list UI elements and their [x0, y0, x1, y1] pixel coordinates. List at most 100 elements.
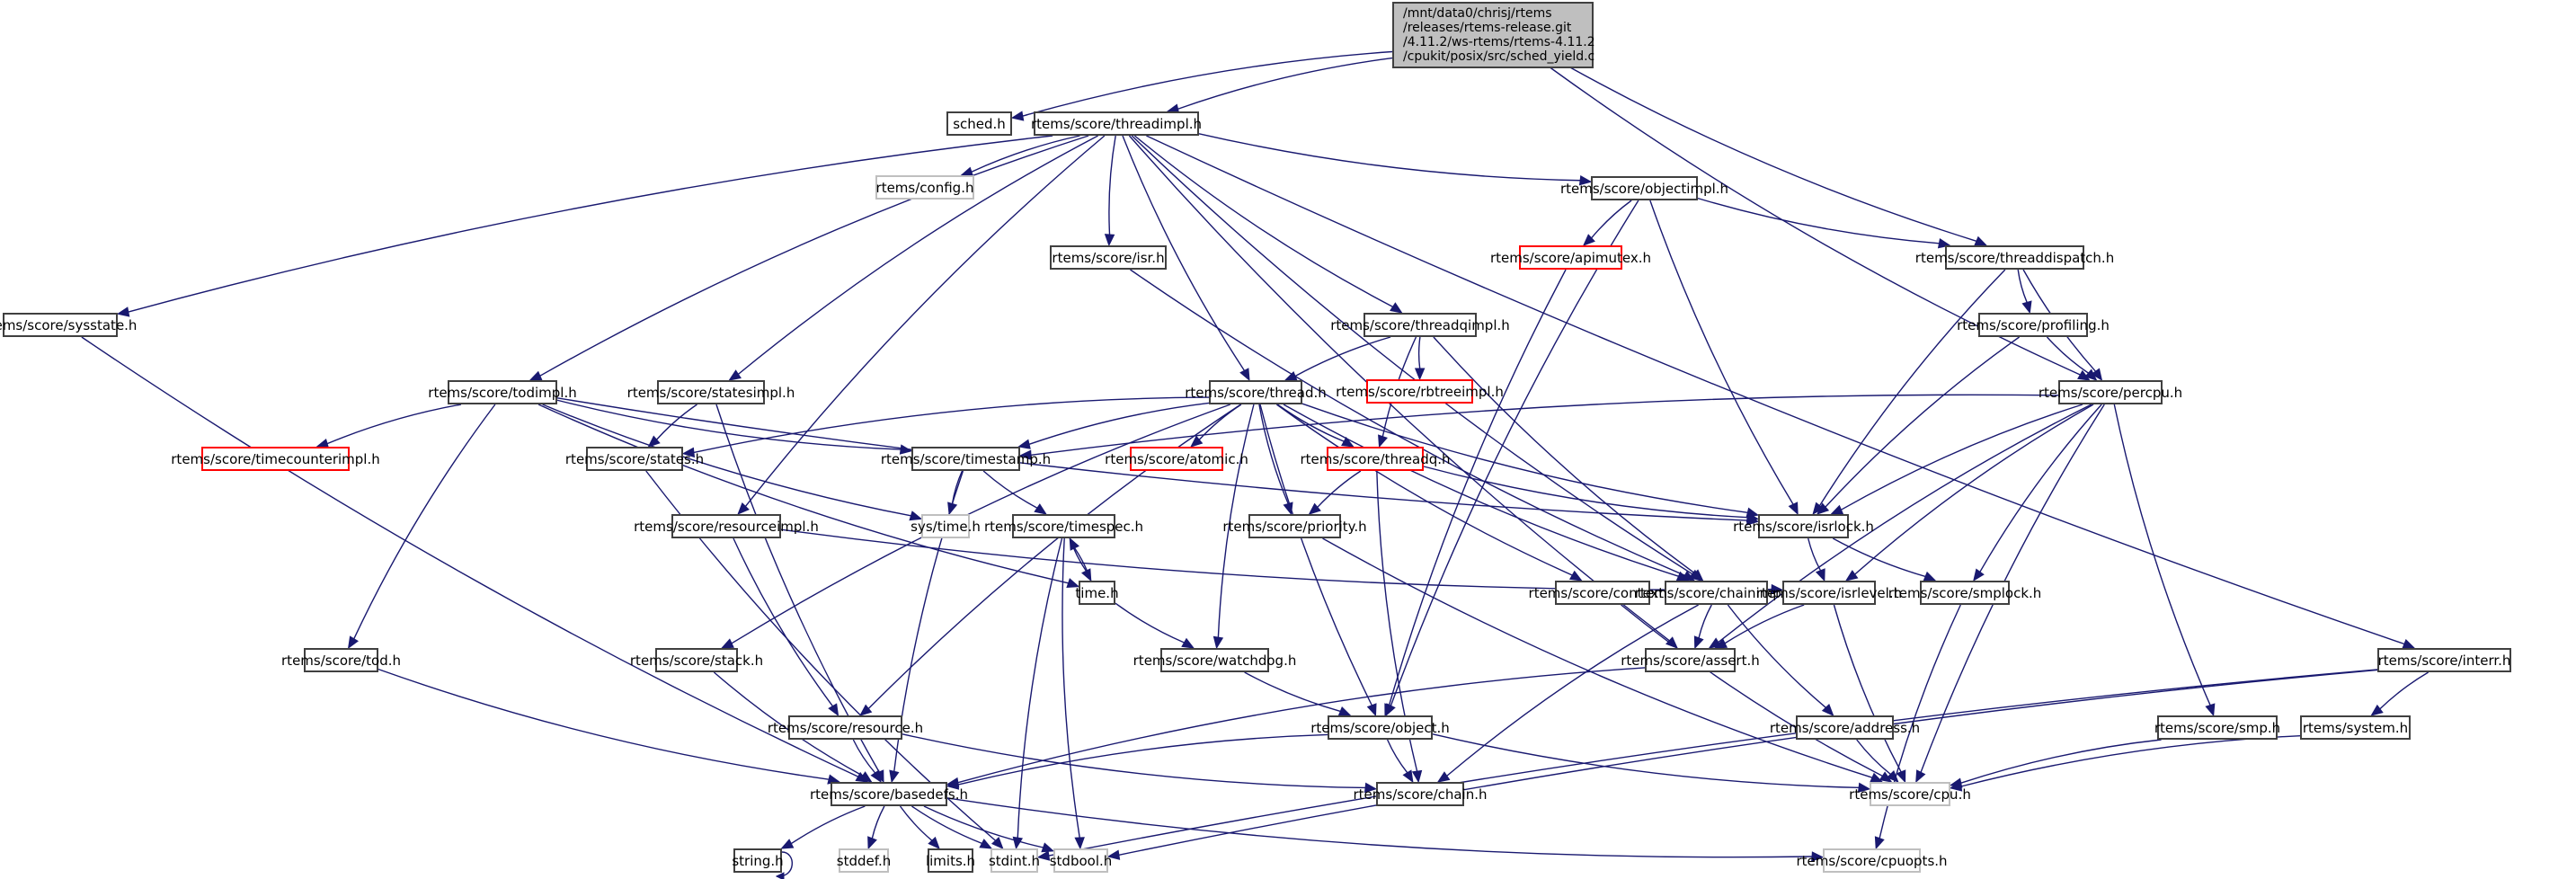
edge-objectimpl-to-apimutex: [1582, 200, 1632, 246]
node-sched[interactable]: sched.h: [946, 111, 1012, 136]
root-file-node[interactable]: /mnt/data0/chrisj/rtems /releases/rtems-…: [1392, 2, 1595, 68]
arrowhead-icon: [1081, 568, 1092, 582]
node-tod[interactable]: rtems/score/tod.h: [281, 648, 401, 672]
root-path-line: /4.11.2/ws-rtems/rtems-4.11.2: [1403, 35, 1595, 49]
arrowhead-icon: [859, 704, 873, 716]
arrowhead-icon: [1010, 111, 1025, 121]
node-threaddispatch[interactable]: rtems/score/threaddispatch.h: [1915, 245, 2114, 270]
edge-threadimpl-to-statesimpl: [728, 135, 1098, 381]
arrowhead-icon: [1857, 782, 1871, 793]
arrowhead-icon: [1074, 837, 1085, 850]
node-chainimpl[interactable]: rtems/score/chainimpl.h: [1635, 581, 1798, 605]
edge-todimpl-to-systime: [542, 404, 923, 521]
edge-todimpl-to-timecounterimpl: [315, 404, 462, 449]
node-threadimpl[interactable]: rtems/score/threadimpl.h: [1031, 111, 1202, 136]
arrowhead-icon: [1018, 449, 1032, 460]
arrowhead-icon: [1364, 782, 1378, 794]
edge-threadqimpl-to-thread: [1284, 336, 1391, 381]
node-isr[interactable]: rtems/score/isr.h: [1050, 245, 1167, 270]
edge-smplock-to-cpuopts: [1874, 604, 1961, 850]
node-limits[interactable]: limits.h: [926, 848, 975, 873]
arrowhead-icon: [1870, 772, 1884, 783]
root-path-line: /releases/rtems-release.git: [1403, 21, 1572, 35]
edge-timespec-to-stdbool: [1061, 537, 1085, 850]
edge-basedefs-to-stdint: [911, 805, 993, 849]
arrowhead-icon: [1816, 502, 1830, 515]
arrowhead-icon: [1886, 770, 1899, 783]
node-watchdog[interactable]: rtems/score/watchdog.h: [1133, 648, 1296, 672]
node-todimpl[interactable]: rtems/score/todimpl.h: [428, 380, 577, 404]
node-apimutex[interactable]: rtems/score/apimutex.h: [1490, 245, 1651, 270]
node-rbtreeimpl[interactable]: rtems/score/rbtreeimpl.h: [1336, 379, 1504, 404]
node-isrlevel[interactable]: rtems/score/isrlevel.h: [1756, 581, 1902, 605]
node-threadq[interactable]: rtems/score/threadq.h: [1300, 447, 1451, 471]
node-states[interactable]: rtems/score/states.h: [565, 447, 704, 471]
node-atomic[interactable]: rtems/score/atomic.h: [1105, 447, 1248, 471]
arrowhead-icon: [1066, 578, 1080, 589]
edge-profiling-to-isrlock: [1816, 336, 2021, 515]
node-timestamp[interactable]: rtems/score/timestamp.h: [881, 447, 1051, 471]
arrowhead-icon: [2091, 368, 2103, 382]
arrowhead-icon: [990, 836, 1004, 849]
edge-basedefs-to-string: [780, 805, 866, 849]
edge-isrlevel-to-assert: [1714, 604, 1805, 649]
arrowhead-icon: [946, 779, 960, 790]
node-address[interactable]: rtems/score/address.h: [1770, 715, 1920, 740]
node-percpu[interactable]: rtems/score/percpu.h: [2039, 380, 2182, 404]
node-profiling[interactable]: rtems/score/profiling.h: [1957, 313, 2110, 337]
edge-percpu-to-smp: [2113, 404, 2216, 717]
edge-root-to-sched: [1010, 50, 1393, 121]
node-resourceimpl[interactable]: rtems/score/resourceimpl.h: [634, 514, 819, 538]
node-timespec[interactable]: rtems/score/timespec.h: [984, 514, 1143, 538]
arrowhead-icon: [1949, 781, 1963, 792]
node-time[interactable]: time.h: [1075, 581, 1119, 605]
edge-object-to-chain: [1386, 739, 1414, 784]
arrowhead-icon: [1041, 842, 1055, 853]
edge-basedefs-to-stdbool: [923, 805, 1055, 853]
node-threadqimpl[interactable]: rtems/score/threadqimpl.h: [1330, 313, 1510, 337]
node-interr[interactable]: rtems/score/interr.h: [2377, 648, 2511, 672]
edge-thread-to-timestamp: [1017, 402, 1210, 449]
edge-chainimpl-to-assert: [1693, 604, 1712, 650]
arrowhead-icon: [1390, 302, 1403, 314]
node-sysstate[interactable]: rtems/score/sysstate.h: [0, 313, 137, 337]
node-objectimpl[interactable]: rtems/score/objectimpl.h: [1560, 176, 1728, 200]
edge-root-to-threaddispatch: [1568, 66, 1988, 246]
node-system[interactable]: rtems/system.h: [2300, 715, 2411, 740]
arrowhead-icon: [347, 635, 360, 650]
node-stack[interactable]: rtems/score/stack.h: [630, 648, 763, 672]
arrowhead-icon: [1915, 769, 1926, 784]
edge-timestamp-to-systime: [947, 470, 964, 516]
edge-assert-to-basedefs: [946, 667, 1646, 788]
node-priority[interactable]: rtems/score/priority.h: [1222, 514, 1367, 538]
node-basedefs[interactable]: rtems/score/basedefs.h: [810, 782, 968, 806]
edge-threadimpl-to-objectimpl: [1198, 133, 1593, 186]
arrowhead-icon: [1815, 568, 1825, 582]
edge-thread-to-object: [1259, 404, 1377, 717]
edge-isr-to-chainimpl: [1130, 269, 1696, 582]
node-statesimpl[interactable]: rtems/score/statesimpl.h: [627, 380, 795, 404]
arrowhead-icon: [859, 771, 873, 783]
node-smp[interactable]: rtems/score/smp.h: [2154, 715, 2280, 740]
node-string[interactable]: string.h: [732, 848, 784, 873]
arrowhead-icon: [1582, 234, 1595, 246]
node-thread[interactable]: rtems/score/thread.h: [1185, 380, 1327, 404]
arrowhead-icon: [1106, 849, 1121, 860]
edge-timestamp-to-timespec: [982, 470, 1047, 515]
edge-context-to-cpu: [1621, 604, 1893, 783]
node-chain[interactable]: rtems/score/chain.h: [1354, 782, 1488, 806]
arrowhead-icon: [1308, 502, 1321, 515]
node-assert[interactable]: rtems/score/assert.h: [1621, 648, 1760, 672]
node-isrlock[interactable]: rtems/score/isrlock.h: [1733, 514, 1874, 538]
node-resource[interactable]: rtems/score/resource.h: [768, 715, 923, 740]
node-object[interactable]: rtems/score/object.h: [1310, 715, 1450, 740]
node-timecounterimpl[interactable]: rtems/score/timecounterimpl.h: [171, 447, 380, 471]
node-context[interactable]: rtems/score/context.h: [1529, 581, 1676, 605]
edge-statesimpl-to-states: [647, 404, 697, 448]
arrowhead-icon: [1012, 836, 1024, 850]
arrowhead-icon: [780, 839, 795, 849]
edge-interr-to-stdbool: [1106, 669, 2378, 860]
node-smplock[interactable]: rtems/score/smplock.h: [1888, 581, 2041, 605]
edge-threadqimpl-to-rbtreeimpl: [1414, 336, 1426, 381]
